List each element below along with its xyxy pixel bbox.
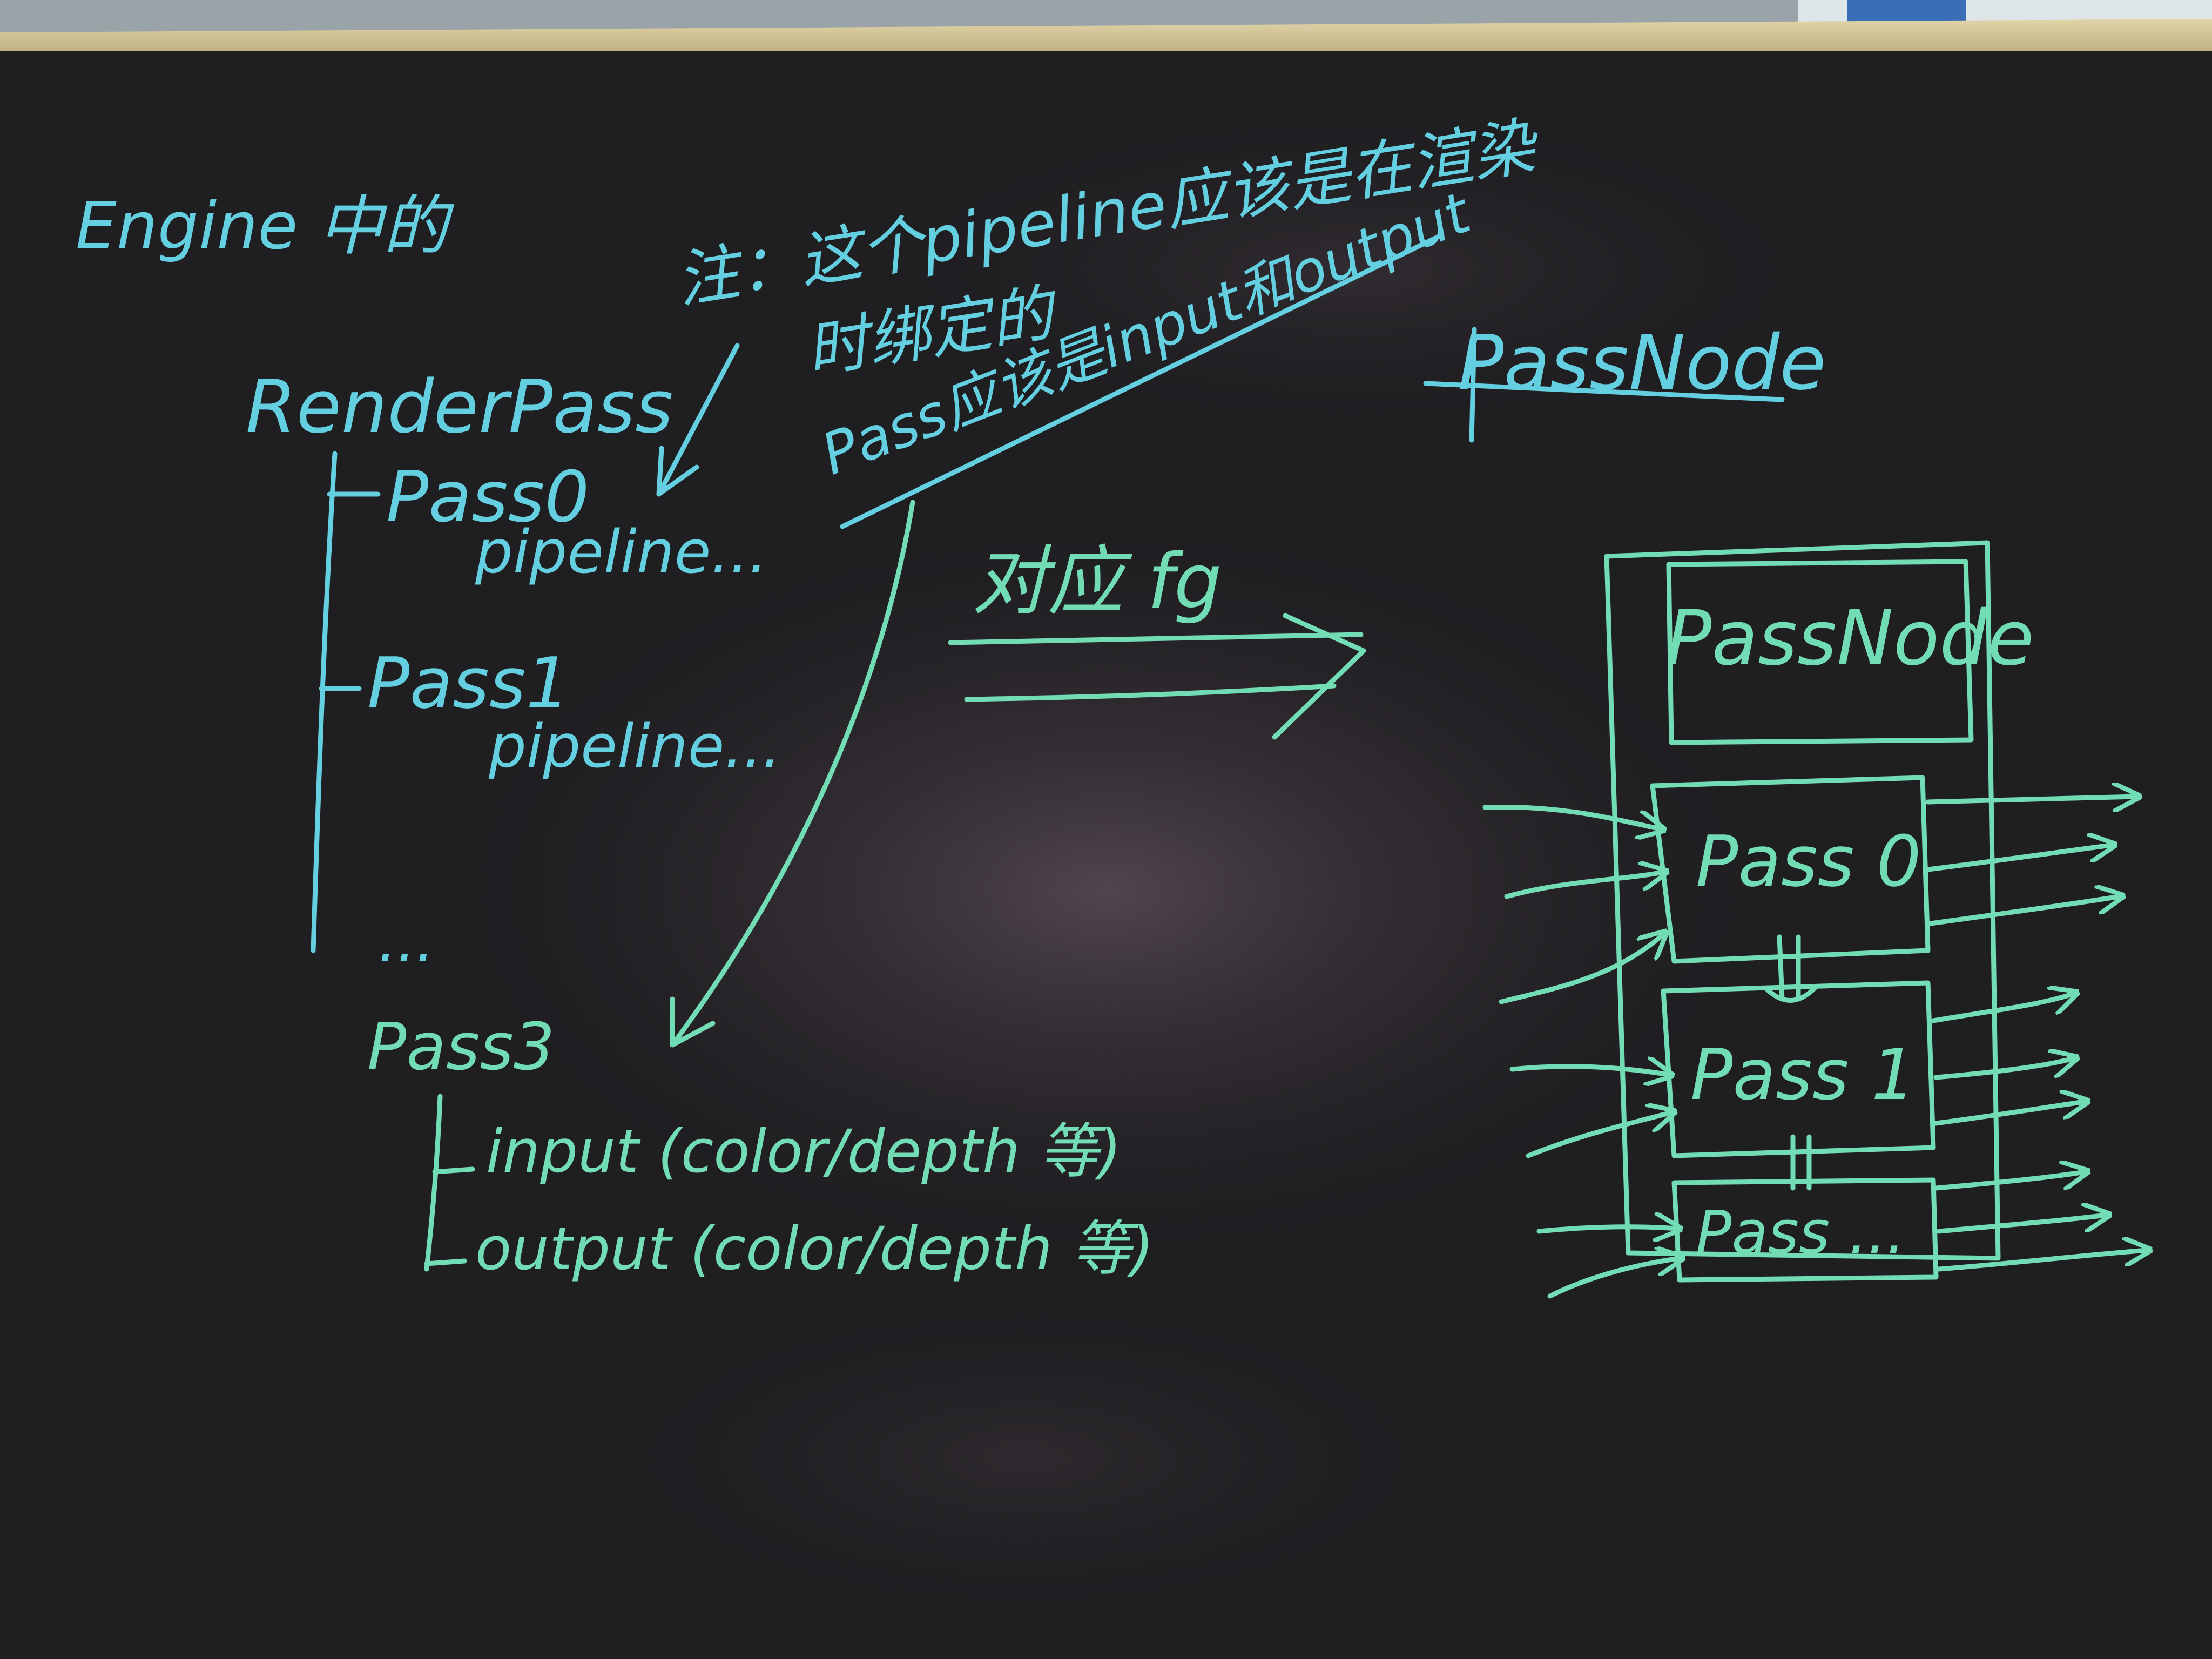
input-arrow-3	[1499, 934, 1663, 1004]
output-arrow-6	[1933, 1102, 2085, 1126]
passnode-strike-vertical	[1469, 327, 1477, 443]
pass0-pipeline: pipeline...	[475, 517, 767, 586]
input-arrow-5	[1526, 1112, 1671, 1158]
map-arrow-head	[1272, 613, 1366, 740]
render-pass-label: RenderPass	[246, 365, 673, 449]
output-arrow-4	[1931, 994, 2074, 1023]
note-underline	[840, 232, 1445, 529]
pass0-label: Pass0	[386, 456, 589, 538]
output-arrow-5	[1933, 1058, 2074, 1080]
engine-heading: Engine 中的	[76, 189, 454, 264]
passnode-strike-line	[1423, 381, 1785, 402]
output-line: output (color/depth 等)	[475, 1214, 1154, 1283]
pass1-pipeline: pipeline...	[488, 712, 781, 781]
output-arrow-7	[1933, 1172, 2085, 1191]
glare-upper	[864, 108, 1836, 432]
pass3-label: Pass3	[367, 1010, 555, 1085]
input-arrow-4	[1509, 1067, 1669, 1075]
output-arrow-2	[1925, 845, 2112, 872]
passnode-outer-box	[1604, 540, 2001, 1261]
glare-center	[432, 513, 1782, 1269]
pass3-bracket	[424, 1094, 443, 1272]
input-arrow-2	[1504, 872, 1663, 899]
connector-pass1-passmore	[1790, 1134, 1812, 1191]
map-arrow-line-1	[948, 632, 1364, 645]
connector-pass0-pass1	[1763, 934, 1817, 1003]
output-arrow-3	[1928, 896, 2120, 926]
input-arrow-7	[1547, 1258, 1680, 1299]
pass1-box-label: Pass 1	[1690, 1034, 1916, 1116]
output-arrow-1	[1925, 797, 2136, 802]
output-arrow-9	[1936, 1250, 2147, 1272]
pass0-box	[1650, 775, 1931, 964]
output-arrow-8	[1936, 1215, 2106, 1234]
note-arrow-to-input	[670, 500, 915, 1048]
pass1-label: Pass1	[367, 642, 570, 724]
passnode-box-title: PassNode	[1666, 595, 2034, 683]
input-line: input (color/depth 等)	[486, 1117, 1122, 1186]
passnode-title-box	[1666, 559, 1974, 745]
glare-lower	[594, 1296, 1458, 1620]
pass3-branch-input	[432, 1166, 475, 1175]
tree-ellipsis: ...	[378, 906, 435, 975]
map-label: 对应 fg	[972, 538, 1222, 626]
input-arrow-1	[1482, 804, 1661, 829]
note-arrow-to-pipeline	[656, 343, 740, 497]
input-arrow-6	[1536, 1227, 1677, 1231]
pass3-branch-output	[424, 1258, 467, 1266]
pass0-box-label: Pass 0	[1696, 820, 1921, 902]
tree-bracket	[311, 451, 338, 953]
pass-more-box-label: Pass ...	[1696, 1198, 1905, 1267]
map-arrow-line-2	[964, 683, 1337, 702]
pass1-box	[1661, 980, 1936, 1158]
